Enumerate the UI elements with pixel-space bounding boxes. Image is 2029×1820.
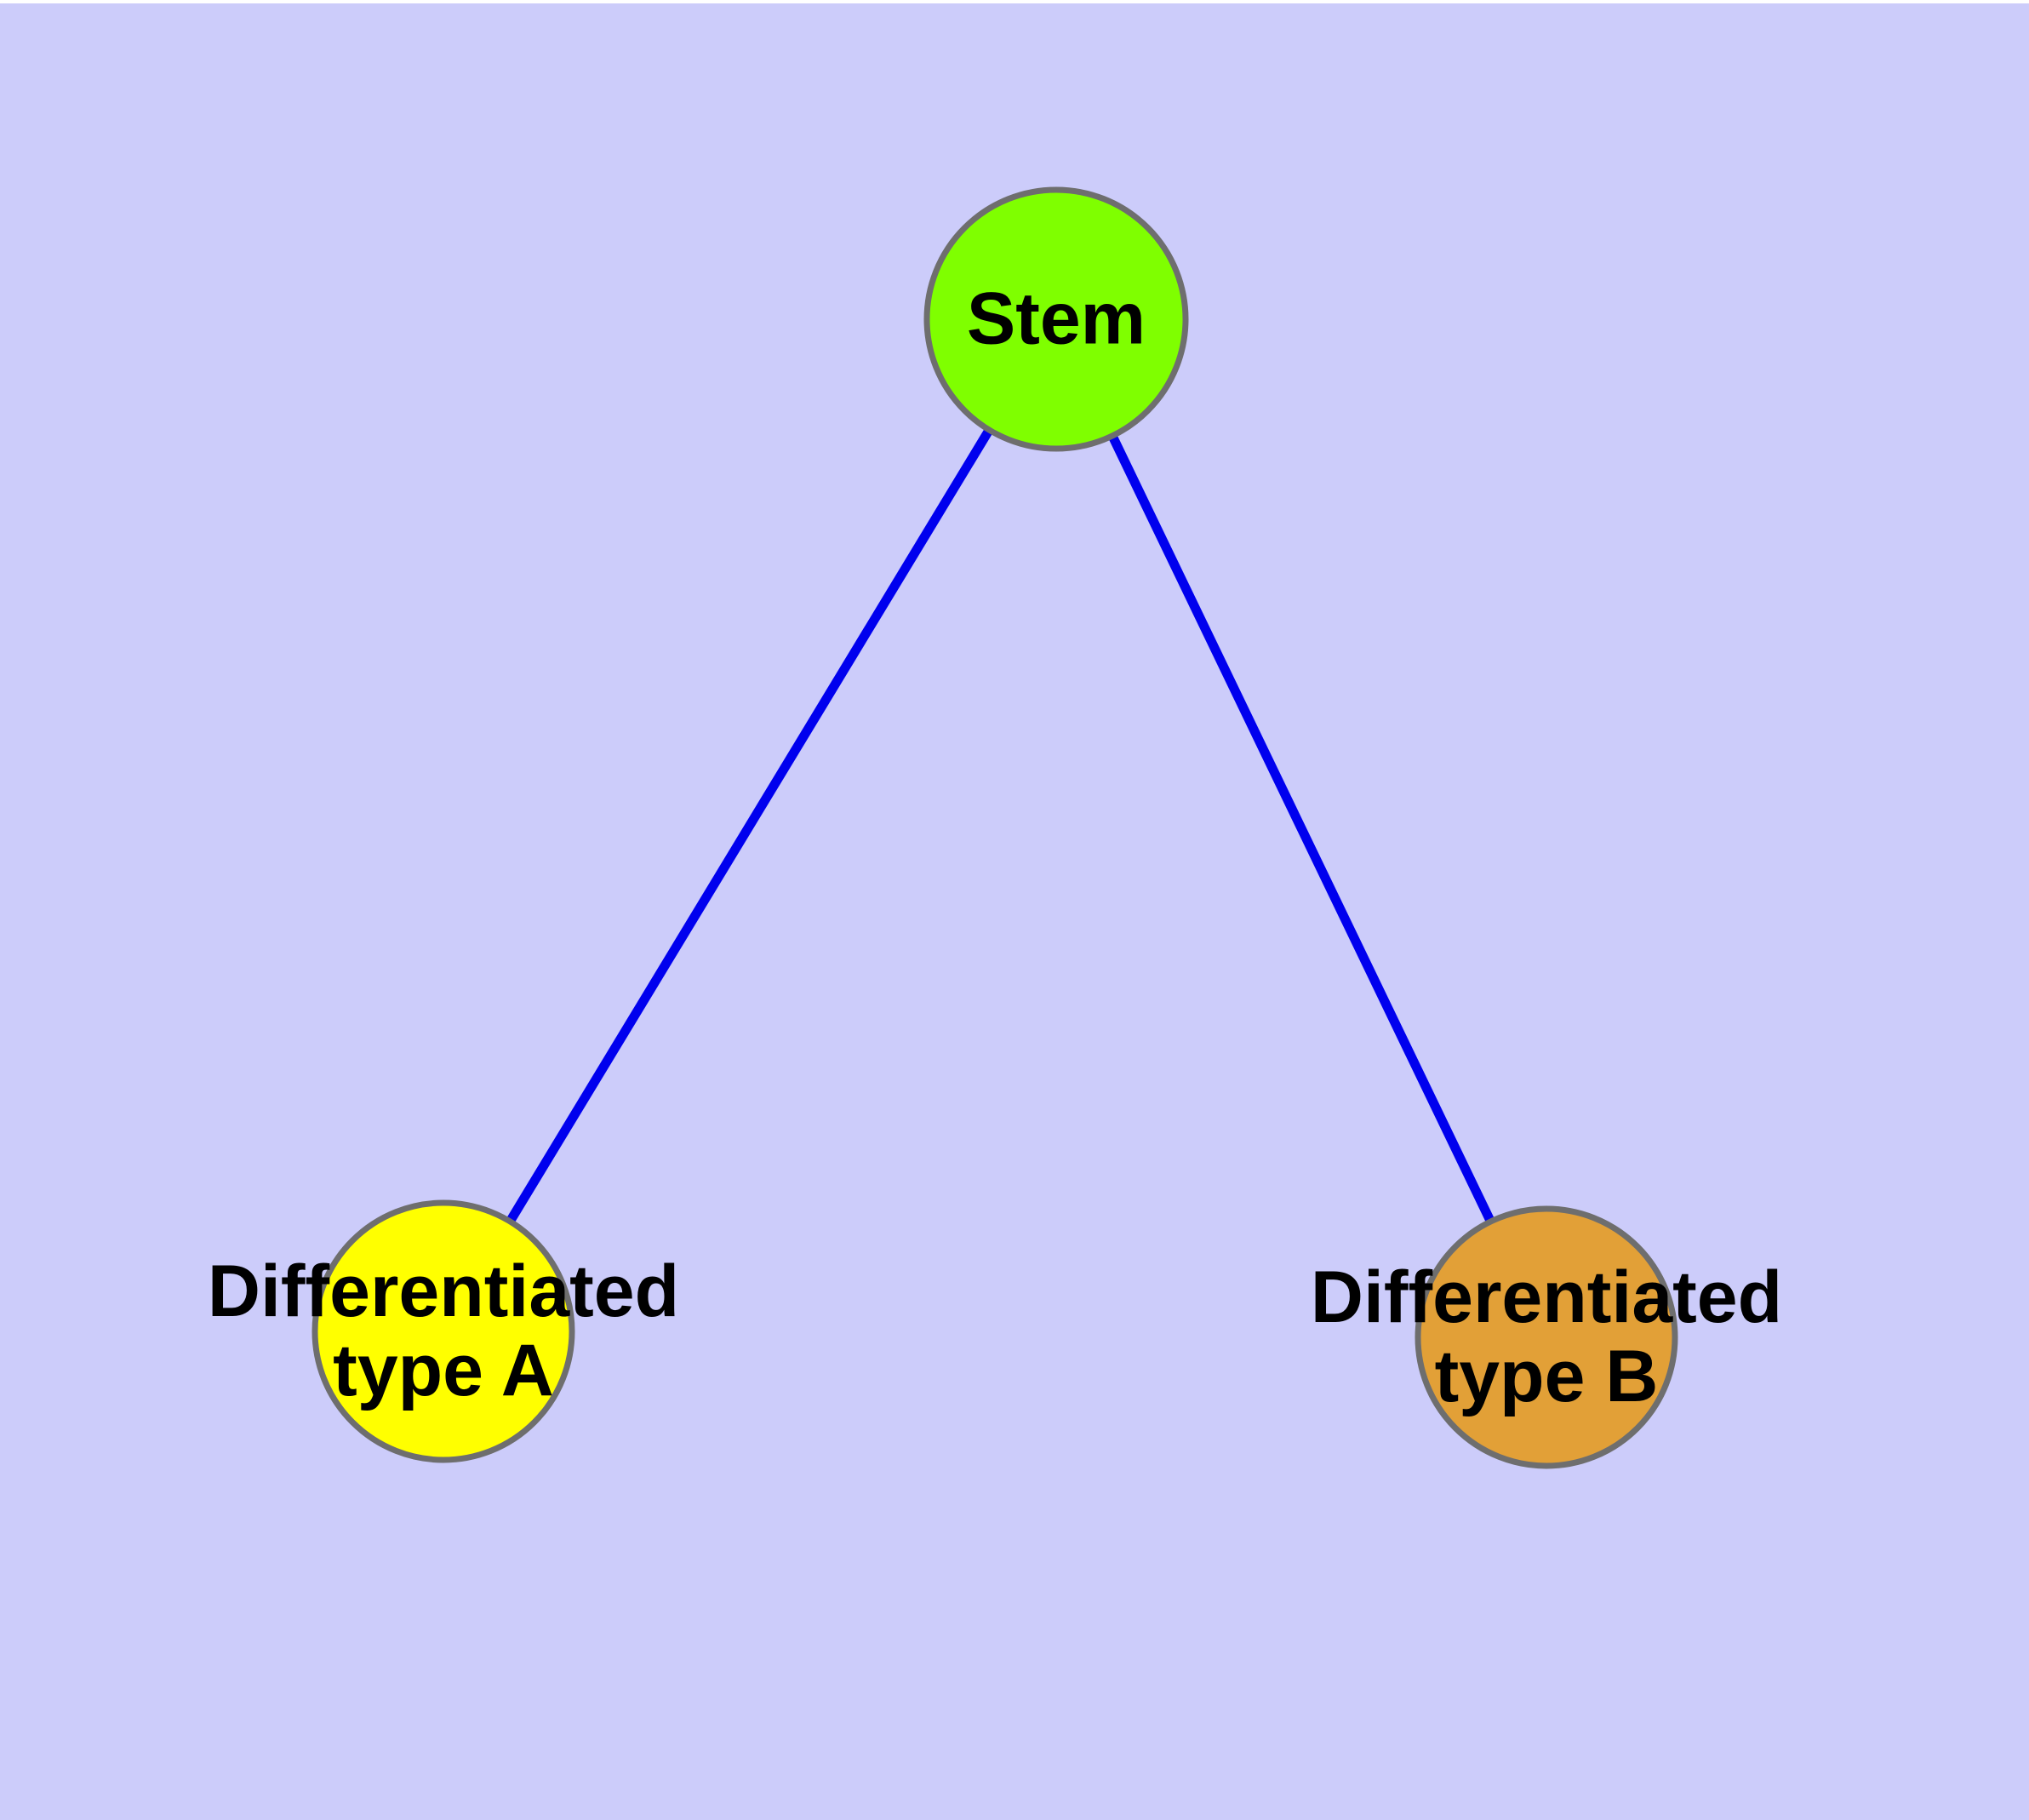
- top-edge-strip: [0, 0, 2029, 3]
- edge-layer: [439, 317, 1551, 1340]
- edge-stem-to-differentiated-type-b: [1052, 317, 1551, 1340]
- node-differentiated-type-a[interactable]: [311, 1199, 575, 1463]
- node-stem[interactable]: [923, 186, 1189, 452]
- node-differentiated-type-b[interactable]: [1415, 1205, 1678, 1469]
- node-layer: [311, 186, 1678, 1469]
- edge-stem-to-differentiated-type-a: [439, 317, 1060, 1334]
